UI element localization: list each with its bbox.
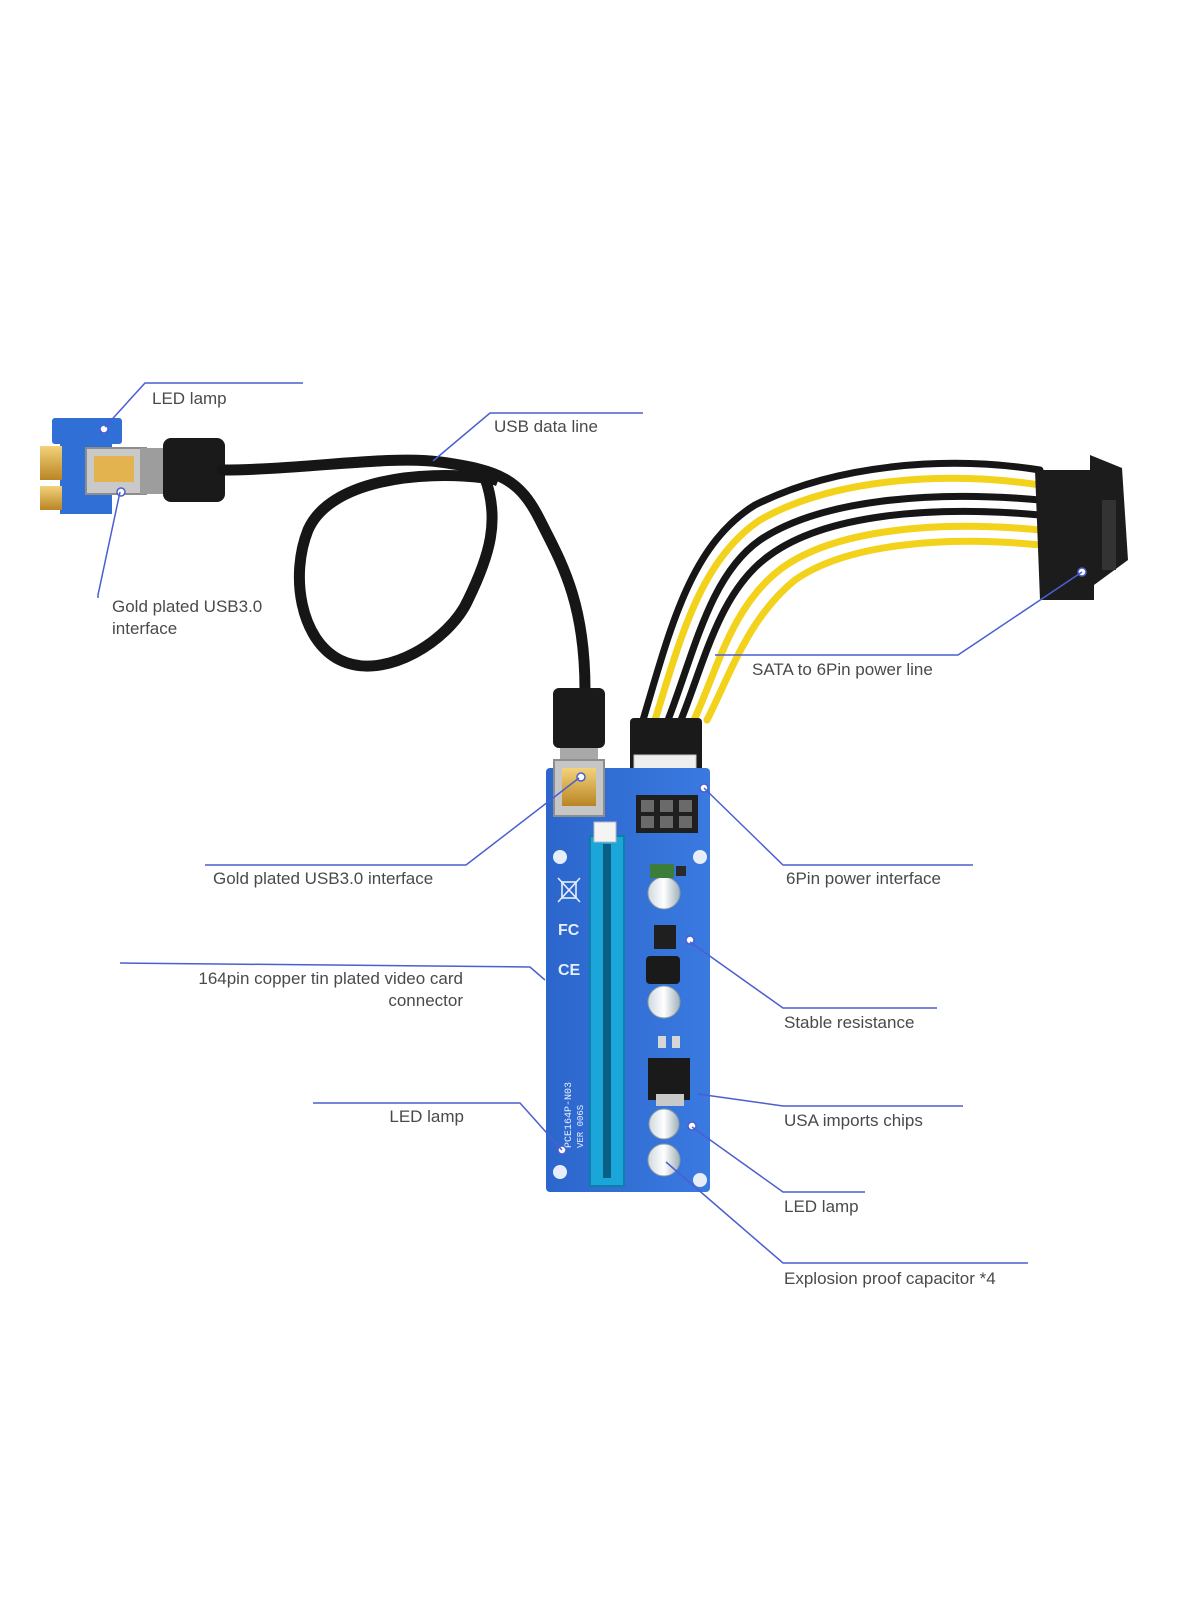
label-gold-usb-small-1: Gold plated USB3.0 [112, 597, 262, 616]
weee-bin-icon [557, 877, 581, 903]
usb-cable-loop [293, 470, 498, 672]
board-model: PCE164P-N03 [564, 1082, 575, 1148]
usb-data-cable [216, 454, 591, 696]
capacitor-1 [647, 876, 681, 910]
label-explosion-capacitor: Explosion proof capacitor *4 [784, 1269, 996, 1288]
fc-mark: FC [558, 922, 580, 939]
board-usb-port [553, 759, 605, 817]
label-led-lamp-right: LED lamp [784, 1197, 859, 1216]
six-pin-header [636, 783, 709, 833]
label-video-connector-1: 164pin copper tin plated video card [198, 969, 463, 988]
label-video-connector-2: connector [388, 991, 463, 1010]
label-sata-power-line: SATA to 6Pin power line [752, 660, 933, 679]
callout-labels: LED lamp USB data line Gold plated USB3.… [112, 389, 996, 1288]
capacitor-3 [648, 1108, 680, 1140]
gold-fingers [40, 446, 62, 510]
label-gold-usb-board: Gold plated USB3.0 interface [213, 869, 433, 888]
label-six-pin-interface: 6Pin power interface [786, 869, 941, 888]
board-version: VER 006S [576, 1105, 586, 1148]
pcie-x16-slot [589, 821, 625, 1187]
sata-connector [1035, 455, 1128, 600]
label-gold-usb-small-2: interface [112, 619, 177, 638]
ce-mark: CE [558, 962, 581, 979]
usb-plug-riser [553, 688, 605, 762]
pcie-x1-adapter [40, 418, 147, 514]
callout-lines [97, 382, 1083, 1264]
adapter-led-icon [99, 424, 109, 434]
label-led-lamp-left: LED lamp [389, 1107, 464, 1126]
capacitor-2 [647, 985, 681, 1019]
label-stable-resistance: Stable resistance [784, 1013, 914, 1032]
label-usb-data-line: USB data line [494, 417, 598, 436]
sata-6pin-wires [639, 459, 1044, 724]
capacitor-4 [647, 1143, 681, 1177]
label-usa-imports-chips: USA imports chips [784, 1111, 923, 1130]
label-led-lamp-top: LED lamp [152, 389, 227, 408]
regulator-chip [648, 1058, 690, 1106]
usb-plug-top [140, 438, 225, 502]
riser-board: FC CE PCE164P-N03 VER 006S [546, 759, 710, 1192]
